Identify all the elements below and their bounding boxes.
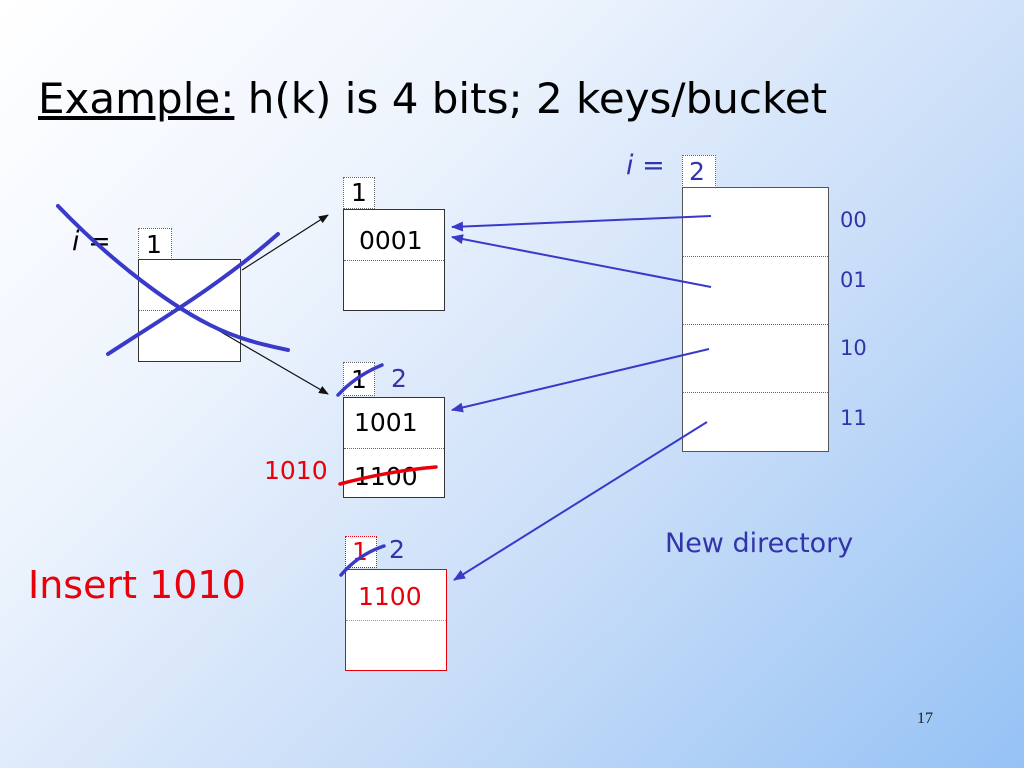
old-directory-depth-label: i =: [72, 226, 111, 257]
old-pointer-0-arrow: [241, 214, 329, 271]
bucket-b-depth-box: 1: [343, 362, 375, 396]
bucket-b-key-1: 1001: [354, 408, 418, 437]
new-directory-caption: New directory: [665, 528, 854, 559]
bucket-b: 1001 1100: [343, 397, 445, 498]
old-directory-depth-box: 1: [138, 228, 172, 260]
bucket-a: 0001: [343, 209, 445, 311]
bucket-a-divider: [344, 260, 444, 261]
dir-10-pointer-arrow: [451, 348, 710, 413]
bucket-c-old-depth: 1: [352, 537, 368, 566]
new-directory-divider-3: [683, 392, 828, 393]
new-directory-depth-label: i =: [626, 150, 665, 181]
slide-title: Example: h(k) is 4 bits; 2 keys/bucket: [38, 74, 827, 123]
bucket-c: 1100: [345, 569, 447, 671]
old-directory-table: [138, 259, 241, 362]
new-directory-table: [682, 187, 829, 452]
bucket-a-key-1: 0001: [359, 226, 423, 255]
new-directory-depth-box: 2: [682, 155, 716, 188]
bucket-c-key-1: 1100: [358, 582, 422, 611]
title-emphasis: Example:: [38, 74, 235, 123]
bucket-b-key-2: 1100: [354, 462, 418, 491]
bucket-c-depth-box: 1: [345, 536, 377, 568]
new-directory-divider-2: [683, 324, 828, 325]
dir-00-pointer-arrow: [451, 215, 712, 232]
bucket-b-new-depth: 2: [391, 364, 407, 393]
title-text: h(k) is 4 bits; 2 keys/bucket: [247, 74, 828, 123]
directory-entry-00: 00: [840, 208, 867, 232]
bucket-c-divider: [346, 620, 446, 621]
old-directory-depth-value: 1: [146, 230, 162, 259]
inserted-key-label: 1010: [264, 456, 328, 485]
bucket-a-depth-box: 1: [343, 177, 375, 209]
directory-entry-01: 01: [840, 268, 867, 292]
page-number: 17: [917, 710, 933, 727]
bucket-c-new-depth: 2: [389, 535, 405, 564]
directory-entry-10: 10: [840, 336, 867, 360]
old-directory-divider: [139, 310, 240, 311]
bucket-b-old-depth: 1: [351, 365, 367, 394]
dir-01-pointer-arrow: [451, 234, 712, 288]
insert-operation-label: Insert 1010: [28, 563, 246, 607]
directory-entry-11: 11: [840, 406, 867, 430]
bucket-b-divider: [344, 448, 444, 449]
new-directory-depth-value: 2: [689, 157, 705, 186]
bucket-a-depth: 1: [351, 178, 367, 207]
new-directory-divider-1: [683, 256, 828, 257]
